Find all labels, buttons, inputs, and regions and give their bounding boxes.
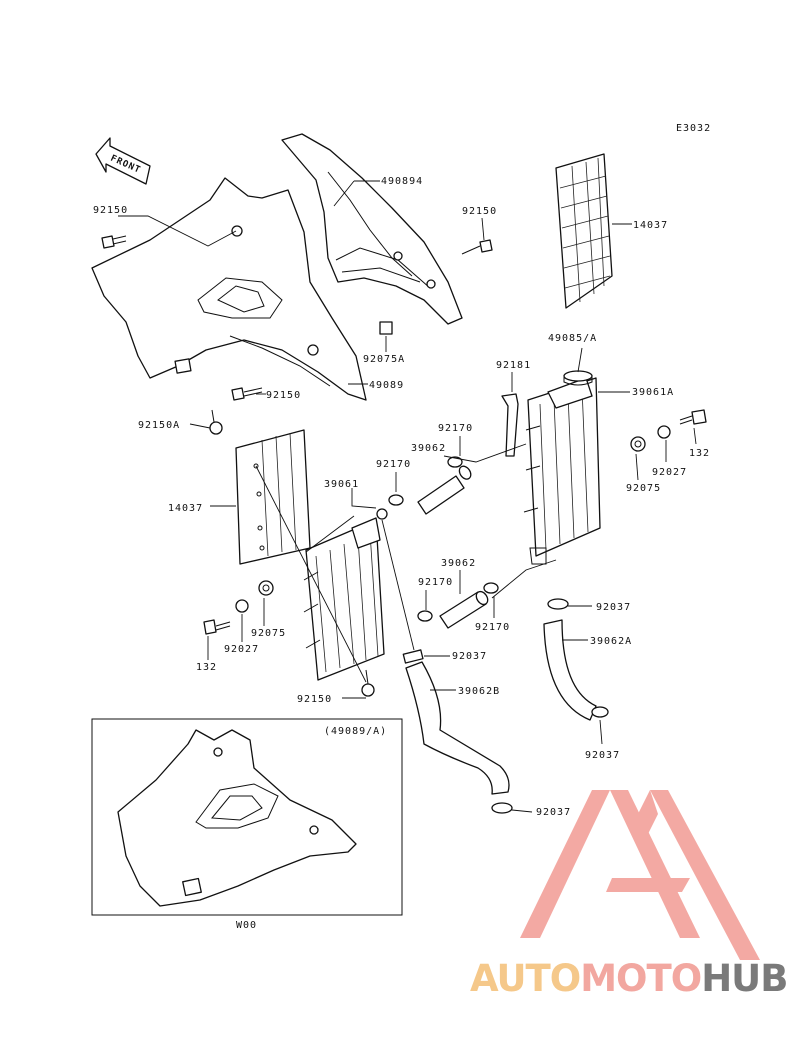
callout-14037-right: 14037 [633, 220, 668, 231]
diagram-code: E3032 [676, 123, 711, 134]
radiator-left [303, 508, 388, 681]
callout-92150A: 92150A [138, 420, 180, 431]
hose-lower [405, 661, 510, 795]
logo-mark-icon [520, 790, 760, 960]
logo-part-auto: AUTO [470, 957, 581, 1000]
logo-part-hub: HUB [701, 957, 788, 1000]
callout-92170-upper-left: 92170 [376, 459, 411, 470]
clamp-icons [388, 456, 609, 814]
callout-92150-top-right: 92150 [462, 206, 497, 217]
callout-labels: 490894 14037 92150 92150 92075A 49089 92… [93, 176, 710, 818]
right-shroud [281, 133, 463, 325]
fastener-icons [101, 235, 707, 697]
radiator-cap [563, 370, 593, 386]
callout-39062-mid: 39062 [441, 558, 476, 569]
callout-92037-right-upper: 92037 [596, 602, 631, 613]
callout-92027-right: 92027 [652, 467, 687, 478]
callout-92150-shroud: 92150 [266, 390, 301, 401]
callout-92075A: 92075A [363, 354, 405, 365]
callout-92027-left: 92027 [224, 644, 259, 655]
callout-49089: 49089 [369, 380, 404, 391]
radiator-right [523, 377, 601, 565]
logo-part-moto: MOTO [580, 957, 702, 1000]
logo-wordmark: AUTOMOTOHUB [470, 957, 788, 1000]
hose-upper [417, 465, 472, 515]
callout-92037-right-lower: 92037 [585, 750, 620, 761]
callout-92150-top-left: 92150 [93, 205, 128, 216]
callout-92170-mid-left: 92170 [418, 577, 453, 588]
leader-lines [118, 180, 697, 813]
hose-right [543, 619, 597, 721]
callout-92170-mid-right: 92170 [475, 622, 510, 633]
front-arrow-icon: FRONT [95, 137, 151, 185]
grille-left [235, 429, 311, 565]
callout-14037-left: 14037 [168, 503, 203, 514]
callout-92181: 92181 [496, 360, 531, 371]
callout-490894: 490894 [381, 176, 423, 187]
callout-132-left: 132 [196, 662, 217, 673]
left-shroud [91, 177, 367, 401]
callout-39061: 39061 [324, 479, 359, 490]
callout-39062A: 39062A [590, 636, 632, 647]
callout-49085A: 49085/A [548, 333, 597, 344]
callout-132-right: 132 [689, 448, 710, 459]
callout-39062B: 39062B [458, 686, 500, 697]
hose-middle [439, 590, 489, 629]
callout-39062-upper: 39062 [411, 443, 446, 454]
callout-92075-right: 92075 [626, 483, 661, 494]
callout-92075-left: 92075 [251, 628, 286, 639]
callout-92170-upper-right: 92170 [438, 423, 473, 434]
callout-39061A: 39061A [632, 387, 674, 398]
callout-92037-left: 92037 [452, 651, 487, 662]
inset-box: (49089/A) W00 [91, 718, 403, 931]
grille-right [555, 153, 613, 309]
inset-caption: W00 [236, 920, 257, 931]
breather-tube [501, 393, 519, 457]
callout-92150-bottom: 92150 [297, 694, 332, 705]
inset-ref-label: (49089/A) [324, 726, 387, 737]
callout-92037-bottom: 92037 [536, 807, 571, 818]
